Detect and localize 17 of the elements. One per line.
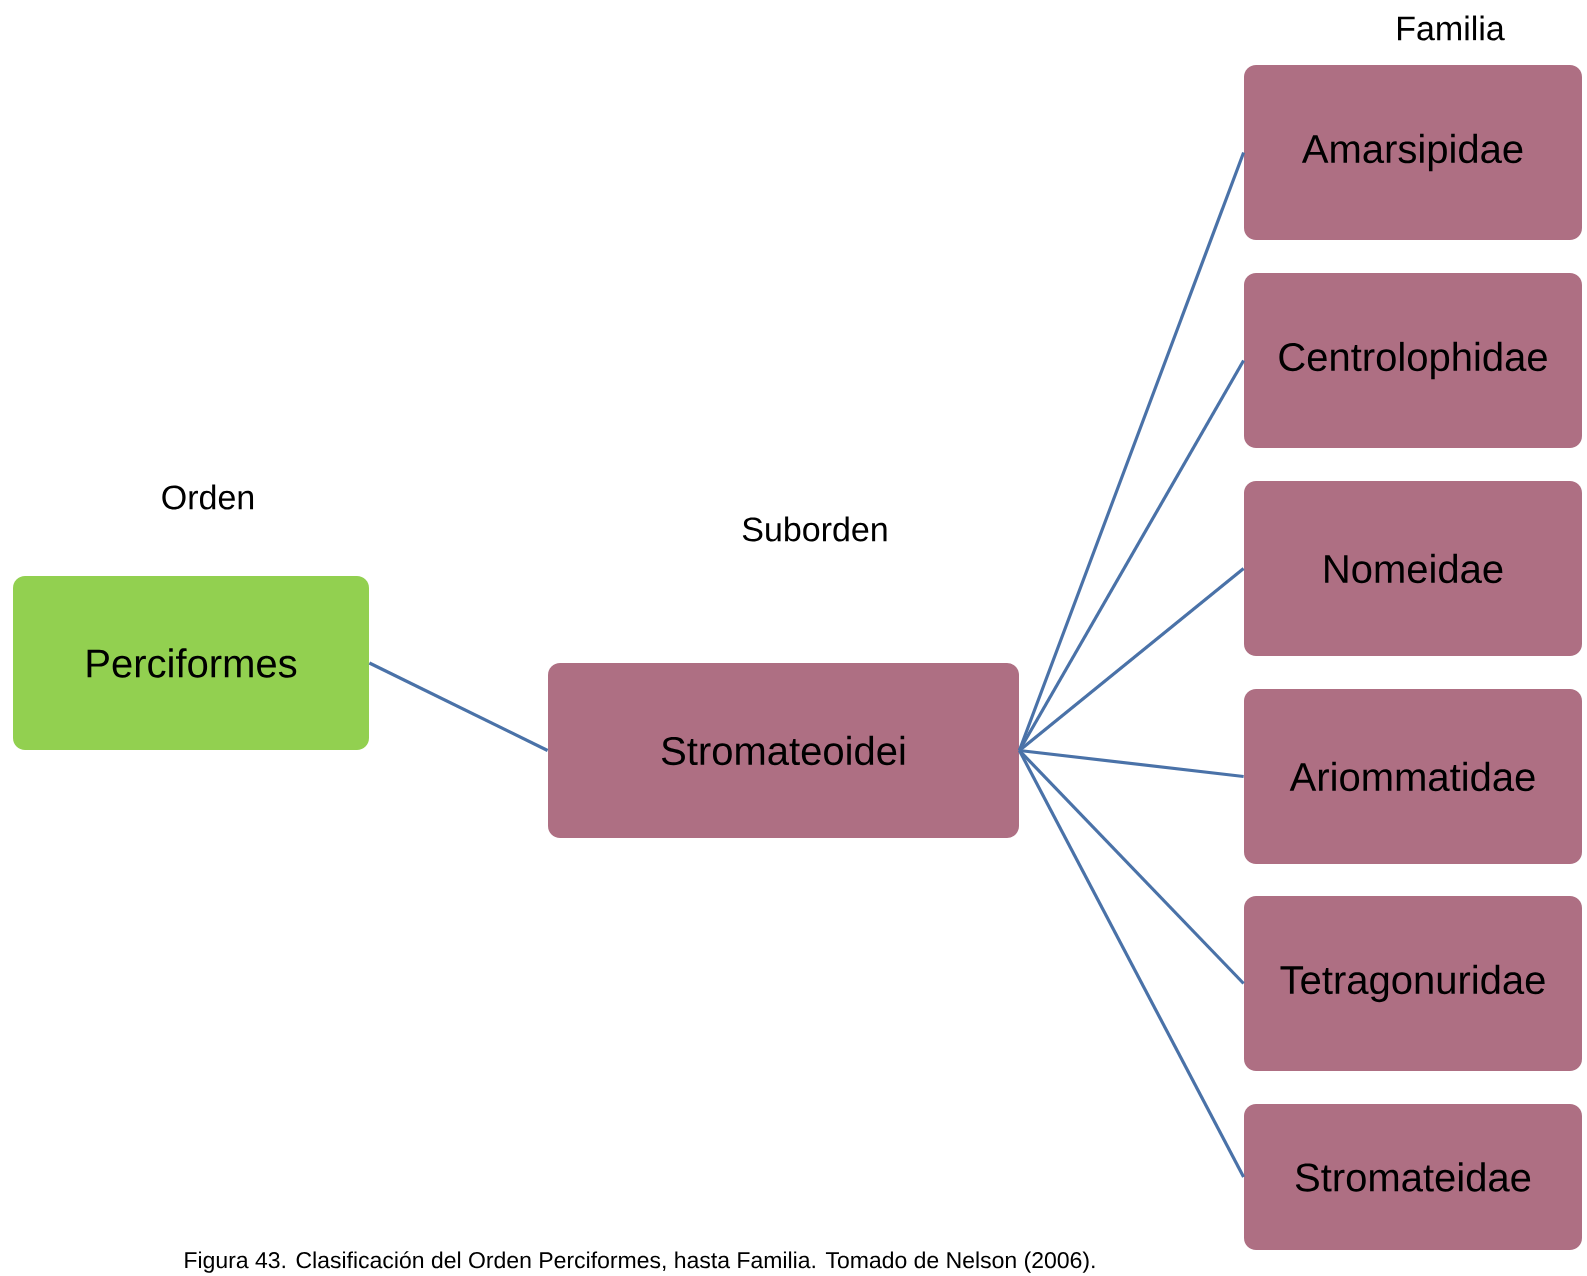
connector-line (1018, 359, 1245, 752)
connector-line (1018, 749, 1245, 985)
taxon-box: Centrolophidae (1244, 273, 1582, 448)
level-heading: Orden (162, 484, 254, 510)
taxon-box: Perciformes (13, 576, 369, 750)
connector-line (1019, 748, 1244, 779)
taxon-box: Stromateidae (1244, 1104, 1582, 1250)
taxon-box: Amarsipidae (1244, 65, 1582, 240)
caption: Figura 43. Clasificación del Orden Perciformes, hasta Familia. Tomado de Nelson (2006). (185, 1251, 1095, 1273)
connector-line (368, 661, 549, 752)
connector-line (1017, 151, 1246, 752)
connector-line (1018, 749, 1245, 1178)
taxon-box: Nomeidae (1244, 481, 1582, 656)
taxon-box: Ariommatidae (1244, 689, 1582, 864)
taxon-box: Stromateoidei (548, 663, 1019, 838)
taxon-box: Tetragonuridae (1244, 896, 1582, 1071)
level-heading: Suborden (742, 516, 887, 542)
